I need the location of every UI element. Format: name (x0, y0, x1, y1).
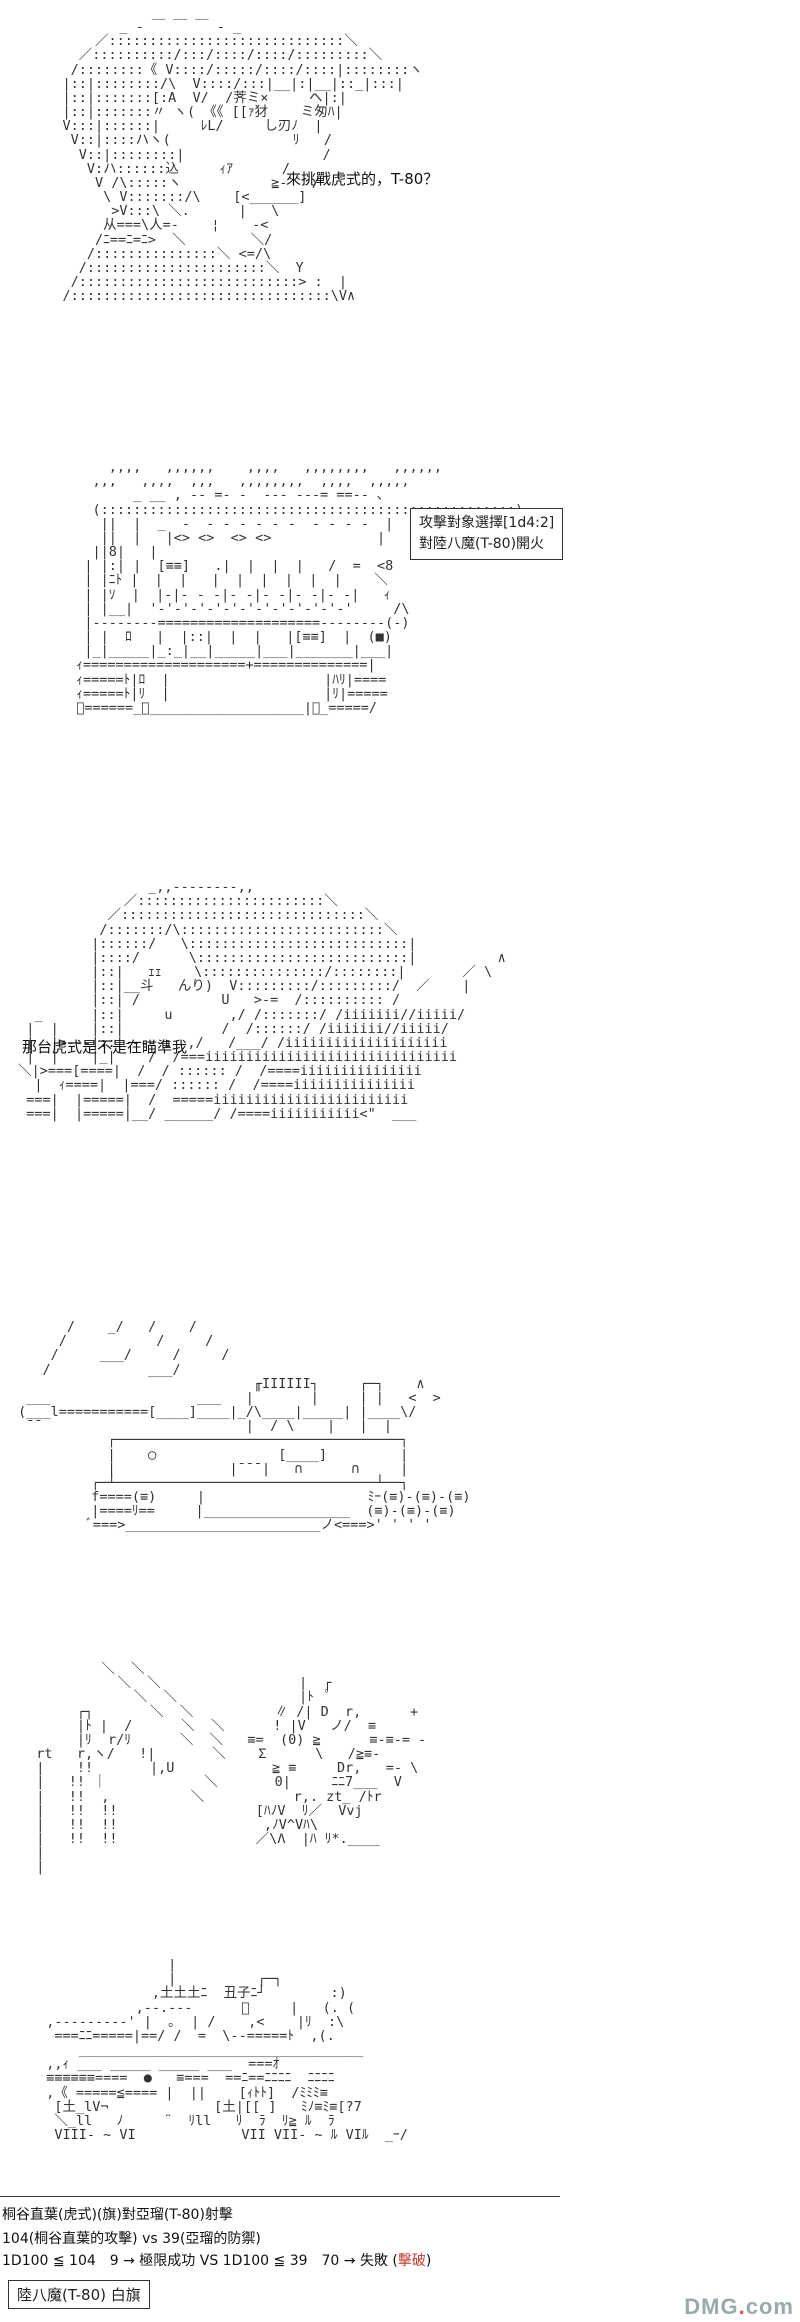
ascii-art-tank-commander: _,,--‐‐‐‐--,, ／:::::::::::::::::::::::＼ … (18, 879, 506, 1122)
ascii-art-destroyed-tank: | | ┌─┐ ,土土土ﾆ 丑子ﾆ┘ :) ,--.--- ﾞ | (. ( ,… (46, 1957, 408, 2144)
result-title: 桐谷直葉(虎式)(旗)對亞瑠(T-80)射擊 (2, 2207, 233, 2223)
panel-tank-front: ,,,, ,,,,,, ,,,, ,,,,,,,, ,,,,,, ,,, ,,,… (0, 420, 800, 860)
watermark-main: DMG (684, 2294, 739, 2319)
panel-tank-commander: _,,--‐‐‐‐--,, ／:::::::::::::::::::::::＼ … (0, 860, 800, 1300)
dice-roll-text: 1D100 ≦ 104 9 → 極限成功 VS 1D100 ≦ 39 70 → … (2, 2253, 398, 2269)
result-divider (0, 2196, 560, 2197)
result-dice-roll: 1D100 ≦ 104 9 → 極限成功 VS 1D100 ≦ 39 70 → … (2, 2250, 431, 2270)
site-watermark: DMG.com (684, 2294, 794, 2320)
fire-target-line: 對陸八魔(T-80)開火 (419, 536, 545, 552)
dice-roll-close: ) (425, 2253, 432, 2269)
ascii-art-impact: ＼ ＼ ＼ ＼ | ┌ ＼ ＼ |ﾄ ﾟ ┌┐ ＼ ＼ ∥ /| D r, + … (36, 1661, 427, 1876)
panel-character-face: _ ‐ ￣ ￣ ￣ ‐ _ ／:::::::::::::::::::::::::… (0, 0, 800, 420)
ascii-art-face: _ ‐ ￣ ￣ ￣ ‐ _ ／:::::::::::::::::::::::::… (62, 19, 423, 305)
speech-challenge-tiger: 來挑戰虎式的，T-80？ (286, 170, 439, 188)
watermark-dot: . (738, 2294, 746, 2319)
panel-tank-side: / _/ / / / / / / ___/ / / / ___/ ╓IIIIII… (0, 1300, 800, 1650)
attack-target-line: 攻擊對象選擇[1d4:2] (419, 515, 555, 531)
panel-destroyed-tank: | | ┌─┐ ,土土土ﾆ 丑子ﾆ┘ :) ,--.--- ﾞ | (. ( ,… (0, 1950, 800, 2190)
attack-target-box: 攻擊對象選擇[1d4:2] 對陸八魔(T-80)開火 (410, 508, 564, 560)
panel-impact: ＼ ＼ ＼ ＼ | ┌ ＼ ＼ |ﾄ ﾟ ┌┐ ＼ ＼ ∥ /| D r, + … (0, 1650, 800, 1950)
white-flag-box: 陸八魔(T-80) 白旗 (8, 2280, 150, 2309)
speech-is-tiger-aiming: 那台虎式是不是在瞄準我 (22, 1038, 188, 1056)
ascii-art-tank-front: ,,,, ,,,,,, ,,,, ,,,,,,,, ,,,,,, ,,, ,,,… (68, 459, 524, 716)
result-attack-vs-defense: 104(桐谷直葉的攻擊) vs 39(亞瑠的防禦) (2, 2231, 261, 2247)
ascii-art-tank-side: / _/ / / / / / / ___/ / / / ___/ ╓IIIIII… (18, 1319, 471, 1534)
destroyed-label: 擊破 (397, 2253, 426, 2269)
watermark-tail: com (745, 2294, 794, 2319)
